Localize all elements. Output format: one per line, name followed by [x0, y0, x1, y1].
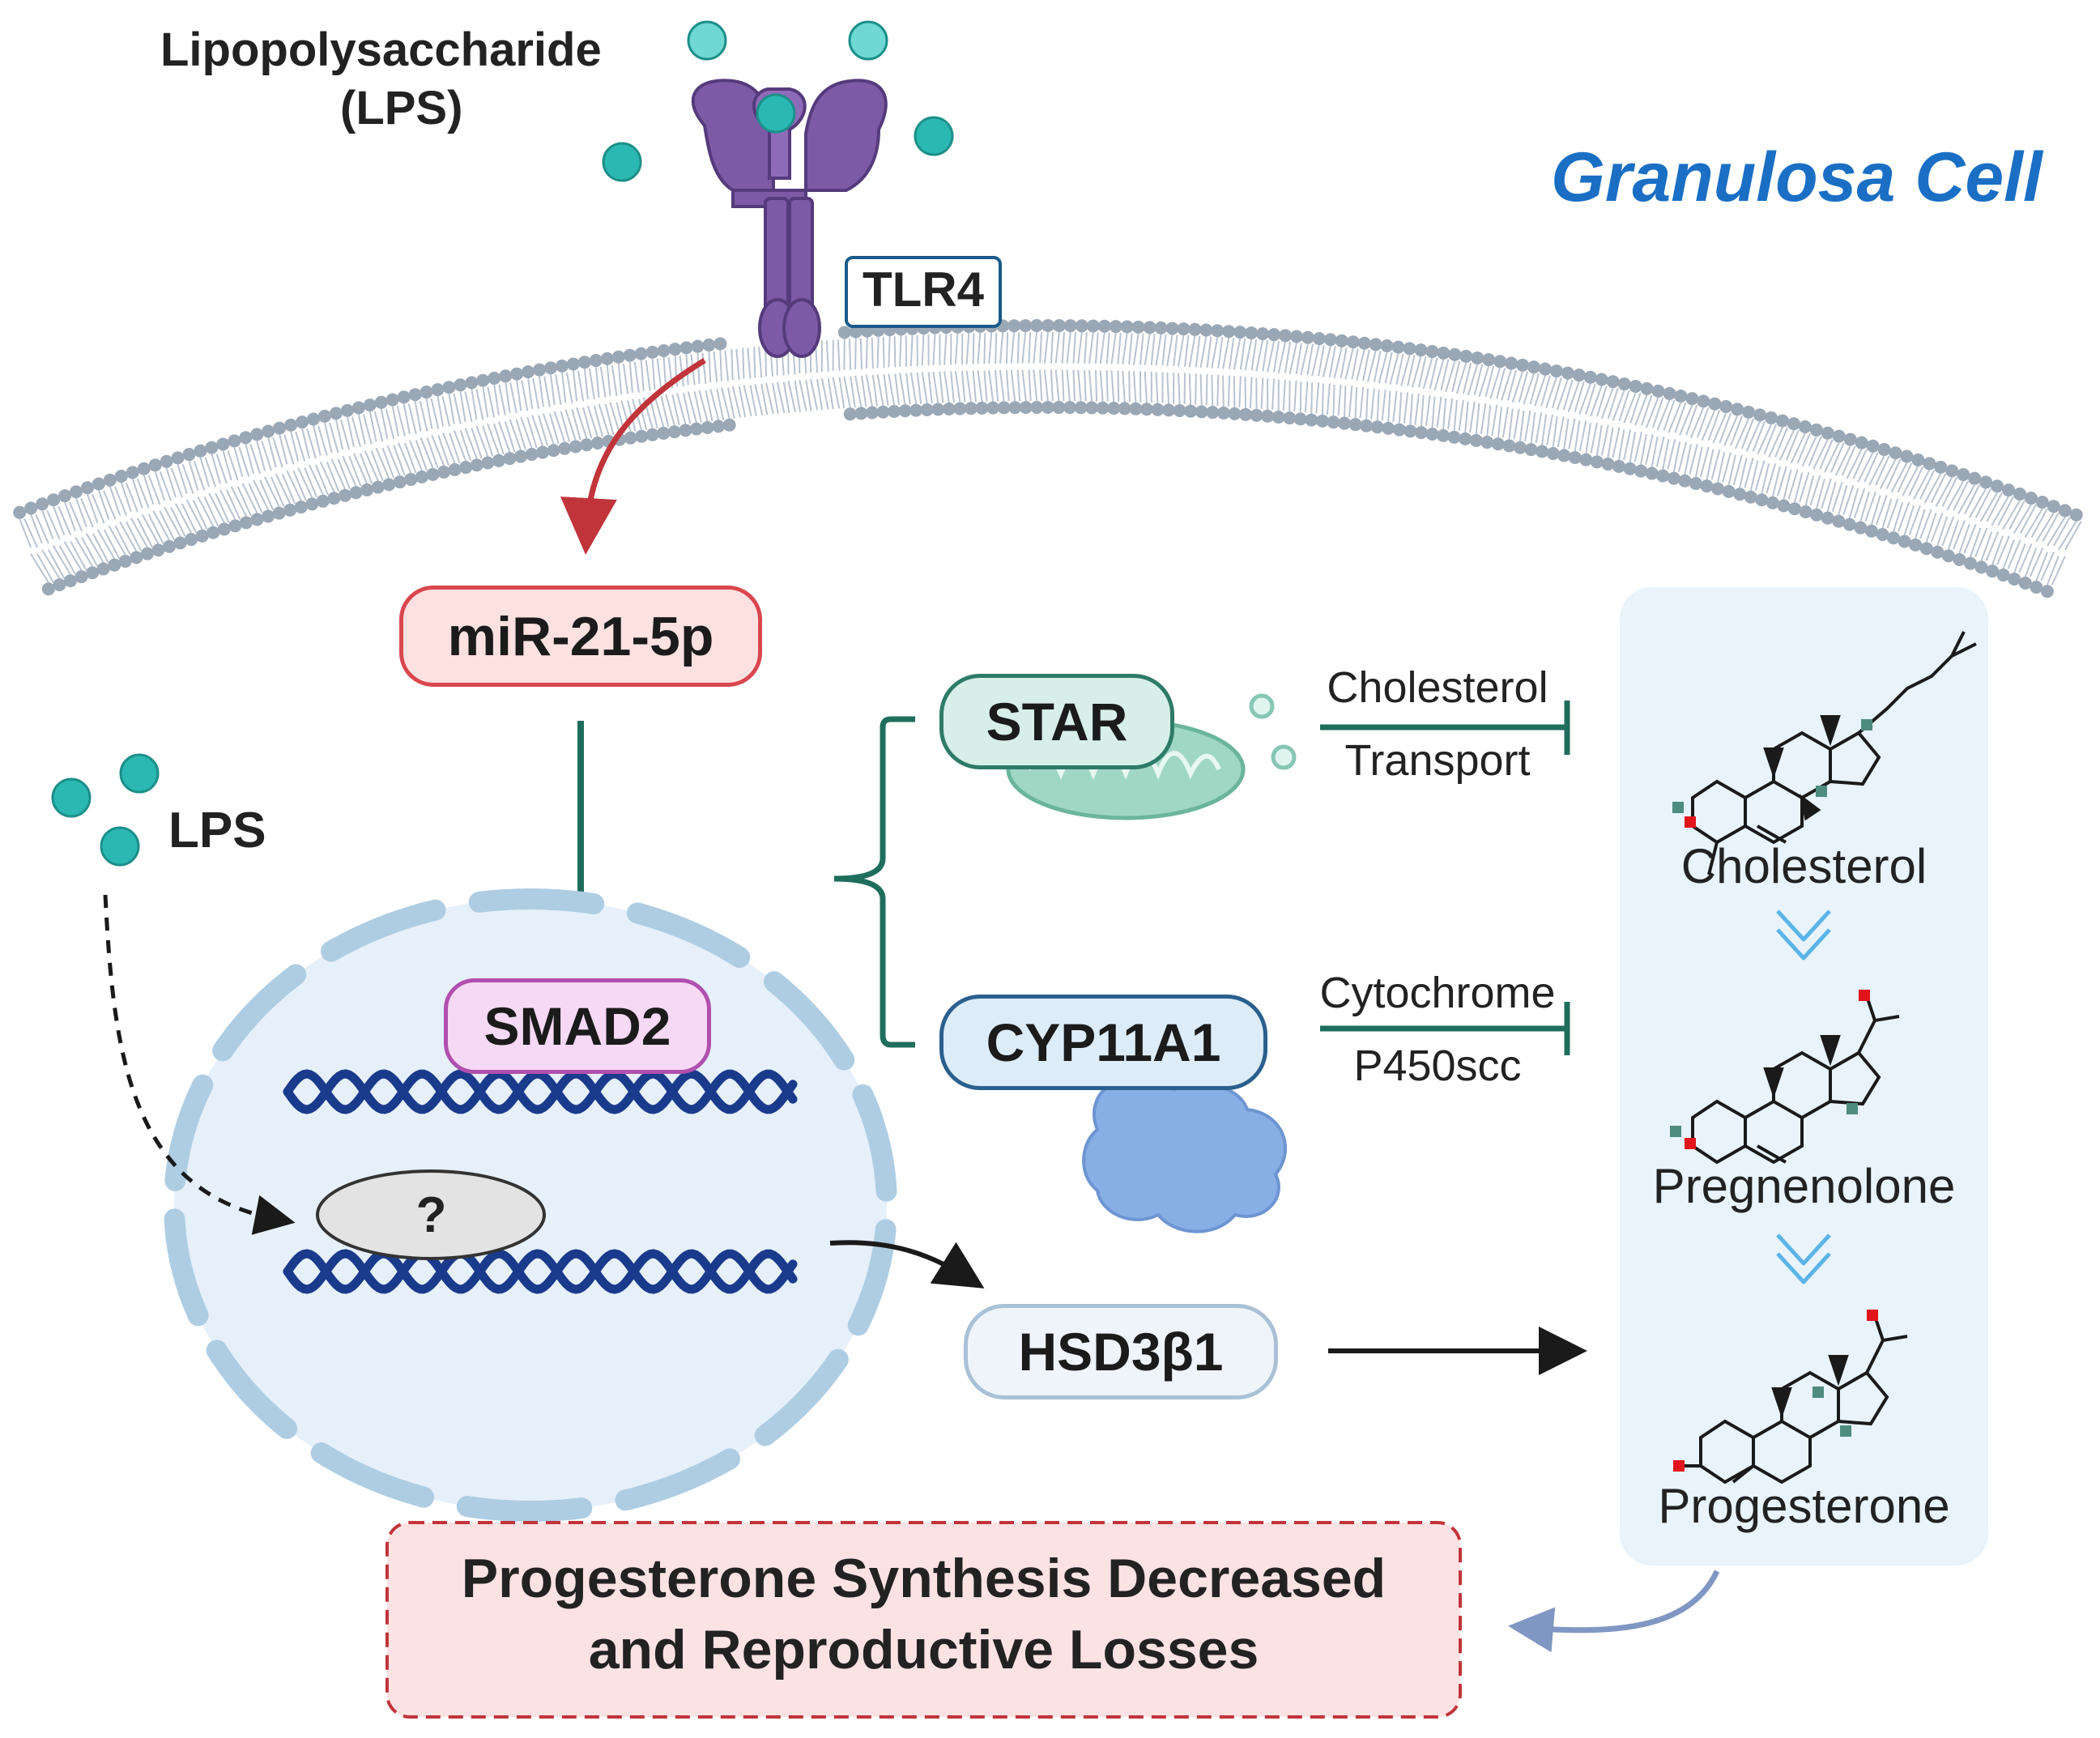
- oxygen-marker: [1867, 1310, 1878, 1321]
- oxygen-marker: [1673, 1460, 1685, 1472]
- unknown-factor-label: ?: [415, 1187, 447, 1243]
- hydrogen-marker: [1670, 1126, 1681, 1137]
- progesterone-structure-icon: [1685, 1315, 1908, 1485]
- lps-dashed-arrow: [103, 894, 296, 1235]
- hydrogen-marker: [1672, 802, 1684, 813]
- lps-label-side: LPS: [168, 803, 266, 858]
- lps-label-top: Lipopolysaccharide: [160, 23, 602, 76]
- star-node: STAR: [939, 674, 1174, 769]
- activation-arrow: [560, 358, 706, 555]
- target-bracket: [833, 716, 915, 1048]
- cell-title: Granulosa Cell: [1551, 138, 2042, 216]
- lps-bead: [687, 20, 727, 61]
- steroid-pathway-panel: [1620, 587, 1988, 1565]
- metabolite-pregnenolone: Pregnenolone: [1652, 1159, 1956, 1213]
- tlr4-label-box: [845, 256, 1002, 328]
- lps-label-top-abbrev: (LPS): [340, 82, 463, 134]
- lps-bead: [100, 826, 140, 867]
- hydrogen-marker: [1861, 719, 1872, 731]
- hsd-arrow: [829, 1240, 985, 1289]
- oxygen-marker: [1685, 816, 1696, 828]
- pathway-chevron-icon: [1776, 1233, 1831, 1284]
- cytochrome-label: Cytochrome: [1319, 969, 1556, 1017]
- outcome-arrow: [1508, 1570, 1720, 1653]
- vesicle-icon: [1271, 744, 1297, 770]
- outcome-text-line2: and Reproductive Losses: [588, 1619, 1259, 1680]
- cyp11a1-node: CYP11A1: [939, 995, 1267, 1090]
- outcome-text: Progesterone Synthesis Decreased: [461, 1548, 1387, 1609]
- lps-beads: [51, 20, 954, 867]
- enzyme-protein-icon: [1082, 1073, 1288, 1233]
- lps-bead: [914, 116, 954, 156]
- oxygen-marker: [1685, 1138, 1696, 1149]
- lps-bead: [756, 93, 796, 134]
- lps-bead: [602, 142, 642, 182]
- metabolite-progesterone: Progesterone: [1658, 1479, 1950, 1533]
- cholesterol-transport-label: Cholesterol: [1327, 663, 1548, 712]
- lps-bead: [848, 20, 888, 61]
- mirna-node: miR-21-5p: [399, 586, 762, 687]
- oxygen-marker: [1859, 990, 1870, 1001]
- vesicle-icon: [1249, 693, 1275, 719]
- unknown-factor-oval: [316, 1169, 546, 1260]
- hydrogen-marker: [1816, 786, 1827, 797]
- hydrogen-marker: [1812, 1387, 1824, 1398]
- metabolite-cholesterol: Cholesterol: [1680, 839, 1927, 893]
- hydrogen-marker: [1847, 1103, 1858, 1114]
- lps-bead: [51, 777, 92, 818]
- hydrogen-marker: [1840, 1425, 1851, 1437]
- cholesterol-transport-label-line2: Transport: [1344, 736, 1531, 785]
- smad2-node: SMAD2: [444, 978, 711, 1074]
- dna-helix-icon: [283, 1249, 798, 1294]
- hsd3b1-node: HSD3β1: [964, 1304, 1278, 1399]
- inhibition-line-cholesterol: [1320, 701, 1570, 755]
- cell-membrane: [13, 319, 2083, 599]
- lps-bead: [119, 753, 160, 794]
- outcome-box: [385, 1521, 1462, 1719]
- cytochrome-label-line2: P450scc: [1353, 1042, 1522, 1090]
- pathway-chevron-icon: [1776, 909, 1831, 961]
- dna-helix-icon: [283, 1069, 798, 1114]
- inhibition-line-cytochrome: [1320, 1002, 1570, 1055]
- tlr4-label: TLR4: [863, 262, 984, 317]
- cholesterol-structure-icon: [1691, 631, 1977, 875]
